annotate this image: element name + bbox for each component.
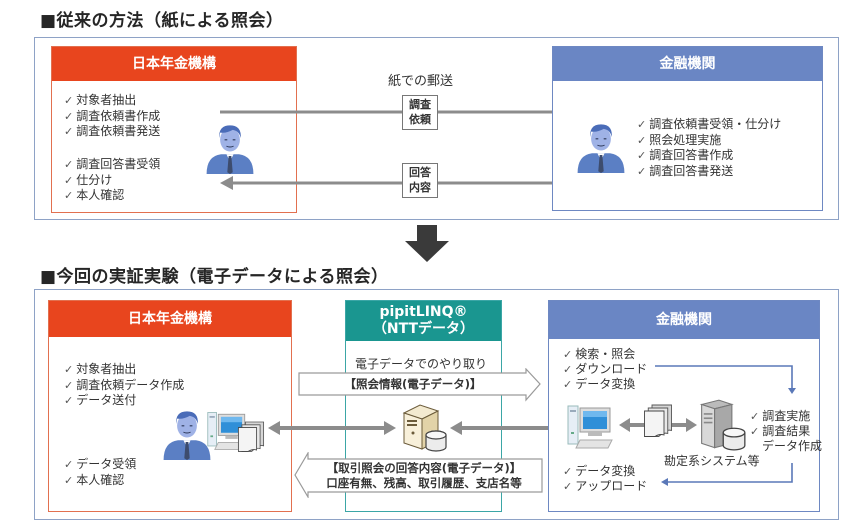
mail-label: 紙での郵送 xyxy=(388,74,454,89)
task-item: ✓データ送付 xyxy=(64,393,137,407)
check-icon: ✓ xyxy=(563,378,573,391)
person-icon xyxy=(576,123,626,174)
check-icon: ✓ xyxy=(563,465,573,478)
server-icon xyxy=(403,404,447,452)
check-icon: ✓ xyxy=(64,458,74,471)
check-icon: ✓ xyxy=(64,109,74,123)
arrow-head-icon xyxy=(686,418,697,432)
old-bank-box: 金融機関 xyxy=(552,46,823,211)
core-system-icon xyxy=(700,399,746,451)
check-icon: ✓ xyxy=(64,125,74,138)
check-icon: ✓ xyxy=(64,94,74,107)
task-item: ✓データ変換 xyxy=(563,377,636,391)
check-icon: ✓ xyxy=(64,189,74,202)
core-system-label: 勘定系システム等 xyxy=(664,454,760,468)
task-item: ✓データ変換 xyxy=(563,464,636,478)
check-icon: ✓ xyxy=(64,378,74,392)
core-tasks: ✓調査実施 ✓調査結果 データ作成 xyxy=(750,409,822,454)
task-item: ✓調査実施 xyxy=(750,409,811,423)
arrow-head-icon xyxy=(788,388,796,394)
task-item: ✓調査依頼書作成 xyxy=(64,108,161,123)
platform-caption: 電子データでのやり取り xyxy=(355,357,488,371)
check-icon: ✓ xyxy=(637,164,647,178)
documents-icon xyxy=(644,404,672,437)
arrow-head-icon xyxy=(619,418,630,432)
task-item: ✓調査回答書発送 xyxy=(637,163,734,178)
task-item: ✓調査依頼書発送 xyxy=(64,124,161,138)
old-jpa-receive-tasks: ✓調査回答書受領 ✓仕分け ✓本人確認 xyxy=(64,157,160,204)
arrow-head-icon xyxy=(450,421,462,435)
process-flow-lines xyxy=(655,365,796,486)
new-jpa-receive-tasks: ✓データ受領 ✓本人確認 xyxy=(64,457,136,488)
task-item: ✓調査依頼書受領・仕分け xyxy=(637,117,782,131)
task-item: ✓アップロード xyxy=(563,479,648,493)
old-jpa-send-tasks: ✓対象者抽出 ✓調査依頼書作成 ✓調査依頼書発送 xyxy=(64,93,160,140)
check-icon: ✓ xyxy=(64,363,74,376)
check-icon: ✓ xyxy=(64,473,74,487)
new-bank-top-tasks: ✓検索・照会 ✓ダウンロード ✓データ変換 xyxy=(563,347,647,392)
new-jpa-name: 日本年金機構 xyxy=(49,301,291,337)
old-bank-name: 金融機関 xyxy=(553,47,822,81)
request-data-label: 【照会情報(電子データ)】 xyxy=(344,377,482,391)
check-icon: ✓ xyxy=(637,118,647,131)
task-item: ✓検索・照会 xyxy=(563,347,636,361)
task-item: ✓調査回答書作成 xyxy=(637,148,734,162)
task-item: ✓本人確認 xyxy=(64,472,125,487)
platform-name: pipitLINQ® （NTTデータ） xyxy=(346,301,501,341)
check-icon: ✓ xyxy=(64,158,74,171)
old-bank-tasks: ✓調査依頼書受領・仕分け ✓照会処理実施 ✓調査回答書作成 ✓調査回答書発送 xyxy=(637,117,781,179)
task-item: ✓対象者抽出 xyxy=(64,362,137,376)
task-item: ✓本人確認 xyxy=(64,188,125,202)
response-data-label: 【取引照会の回答内容(電子データ)】 口座有無、残高、取引履歴、支店名等 xyxy=(326,461,522,490)
old-method-title: ■従来の方法（紙による照会） xyxy=(40,11,284,31)
task-item: ✓対象者抽出 xyxy=(64,93,137,107)
check-icon: ✓ xyxy=(64,394,74,407)
request-data-arrow xyxy=(298,368,541,402)
new-bank-name: 金融機関 xyxy=(549,301,819,339)
new-jpa-box: 日本年金機構 xyxy=(48,300,292,512)
task-item: ✓調査回答書受領 xyxy=(64,157,161,171)
computer-icon xyxy=(567,405,613,449)
arrow-head-icon xyxy=(661,478,668,486)
arrow-head-icon xyxy=(384,421,396,435)
new-jpa-send-tasks: ✓対象者抽出 ✓調査依頼データ作成 ✓データ送付 xyxy=(64,362,184,409)
task-item: ✓照会処理実施 xyxy=(637,132,722,147)
task-item: ✓調査結果 xyxy=(750,424,811,438)
task-item: ✓データ受領 xyxy=(64,457,137,471)
down-arrow-icon xyxy=(405,225,449,262)
check-icon: ✓ xyxy=(563,363,573,376)
old-jpa-box: 日本年金機構 xyxy=(51,46,297,213)
new-bank-box: 金融機関 xyxy=(548,300,820,512)
check-icon: ✓ xyxy=(64,173,74,187)
check-icon: ✓ xyxy=(563,480,573,493)
check-icon: ✓ xyxy=(750,410,760,423)
response-data-arrow xyxy=(294,452,543,498)
task-item-cont: データ作成 xyxy=(762,439,823,453)
new-method-title: ■今回の実証実験（電子データによる照会） xyxy=(40,267,389,287)
task-item: ✓ダウンロード xyxy=(563,362,648,376)
check-icon: ✓ xyxy=(563,348,573,361)
check-icon: ✓ xyxy=(637,133,647,147)
old-jpa-name: 日本年金機構 xyxy=(52,47,296,81)
check-icon: ✓ xyxy=(637,149,647,162)
arrow-head-icon xyxy=(268,421,280,435)
response-document: 回答 内容 xyxy=(402,163,438,198)
task-item: ✓調査依頼データ作成 xyxy=(64,377,185,392)
new-bank-bottom-tasks: ✓データ変換 ✓アップロード xyxy=(563,464,647,494)
arrow-head-icon xyxy=(220,176,233,190)
documents-icon xyxy=(237,421,265,452)
task-item: ✓仕分け xyxy=(64,172,113,187)
check-icon: ✓ xyxy=(750,425,760,438)
request-document: 調査 依頼 xyxy=(402,95,438,130)
